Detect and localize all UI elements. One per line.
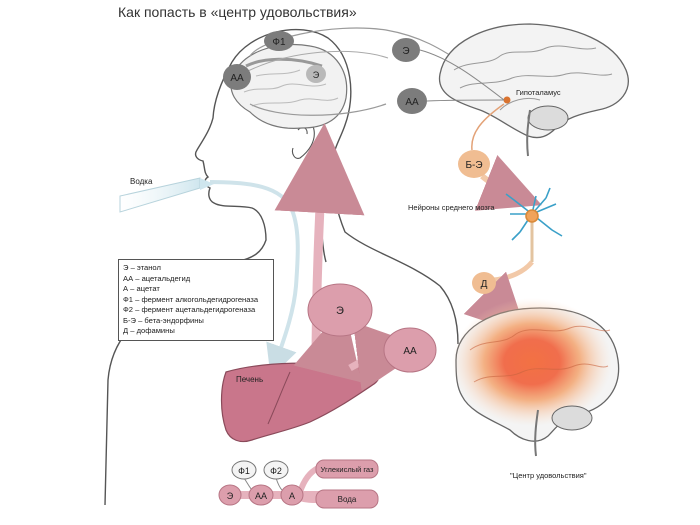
legend-item: Б-Э – бета-эндорфины bbox=[123, 315, 204, 325]
vodka-label: Водка bbox=[130, 177, 153, 186]
neuron-to-d-arrow bbox=[493, 260, 534, 283]
svg-text:Д: Д bbox=[481, 279, 488, 290]
water-box: Вода bbox=[315, 489, 379, 509]
e-right-connector bbox=[419, 49, 505, 101]
node-f1-head: Ф1 bbox=[264, 31, 294, 51]
hypothalamus-label: Гипоталамус bbox=[516, 88, 561, 97]
node-aa-chain: АА bbox=[248, 484, 274, 506]
liver-label: Печень bbox=[236, 375, 263, 384]
svg-text:Э: Э bbox=[313, 70, 320, 80]
legend-box: Э – этанол АА – ацетальдегид А – ацетат … bbox=[118, 259, 274, 341]
node-e-right: Э bbox=[392, 38, 420, 62]
legend-item: Ф2 – фермент ацетальдегидрогеназа bbox=[123, 305, 256, 314]
node-d: Д bbox=[472, 272, 496, 294]
node-e-head: Э bbox=[306, 65, 326, 83]
node-aa-body: АА bbox=[383, 327, 437, 373]
node-e-body: Э bbox=[307, 283, 373, 337]
liver-to-e-arrow bbox=[293, 306, 362, 383]
svg-text:Э: Э bbox=[402, 46, 409, 57]
legend-item: АА – ацетальдегид bbox=[123, 273, 191, 283]
svg-text:Углекислый газ: Углекислый газ bbox=[321, 465, 374, 474]
svg-text:Ф1: Ф1 bbox=[238, 466, 250, 476]
aa-right-connector bbox=[426, 99, 505, 102]
node-e-chain: Э bbox=[218, 484, 242, 506]
pleasure-brain bbox=[452, 298, 620, 457]
pleasure-center-label: "Центр удовольствия" bbox=[510, 471, 587, 480]
node-f1-chain: Ф1 bbox=[231, 460, 257, 480]
vodka-stream bbox=[119, 177, 214, 213]
svg-text:Ф1: Ф1 bbox=[272, 37, 286, 48]
node-a-chain: А bbox=[280, 484, 304, 506]
node-be: Б-Э bbox=[458, 150, 490, 178]
midbrain-neuron bbox=[505, 187, 563, 262]
esophagus-path bbox=[209, 180, 300, 378]
node-aa-right: АА bbox=[397, 88, 427, 114]
head-loop-inner bbox=[245, 50, 389, 73]
legend-item: Ф1 – фермент алкогольдегидрогеназа bbox=[123, 294, 259, 304]
svg-text:А: А bbox=[289, 491, 295, 501]
be-to-neuron-arrow bbox=[475, 155, 542, 211]
right-brain-top bbox=[438, 23, 629, 157]
node-aa-head: АА bbox=[223, 64, 251, 90]
svg-text:Э: Э bbox=[227, 491, 234, 501]
liver-to-head-arrow bbox=[274, 123, 365, 369]
node-f2-chain: Ф2 bbox=[263, 460, 289, 480]
svg-text:АА: АА bbox=[230, 73, 244, 84]
svg-text:Б-Э: Б-Э bbox=[465, 160, 482, 171]
legend-item: Э – этанол bbox=[123, 263, 161, 272]
svg-text:Э: Э bbox=[336, 305, 344, 317]
svg-text:АА: АА bbox=[255, 491, 267, 501]
co2-box: Углекислый газ bbox=[315, 459, 379, 479]
hypothalamus-to-be-arrow bbox=[471, 103, 505, 151]
svg-text:Вода: Вода bbox=[338, 495, 357, 504]
midbrain-neurons-label: Нейроны среднего мозга bbox=[408, 203, 495, 212]
svg-text:АА: АА bbox=[403, 346, 417, 357]
legend-item: Д – дофамины bbox=[123, 326, 175, 335]
svg-text:АА: АА bbox=[405, 97, 419, 108]
diagram-title: Как попасть в «центр удовольствия» bbox=[118, 4, 357, 20]
legend-item: А – ацетат bbox=[123, 284, 160, 293]
svg-text:Ф2: Ф2 bbox=[270, 466, 282, 476]
